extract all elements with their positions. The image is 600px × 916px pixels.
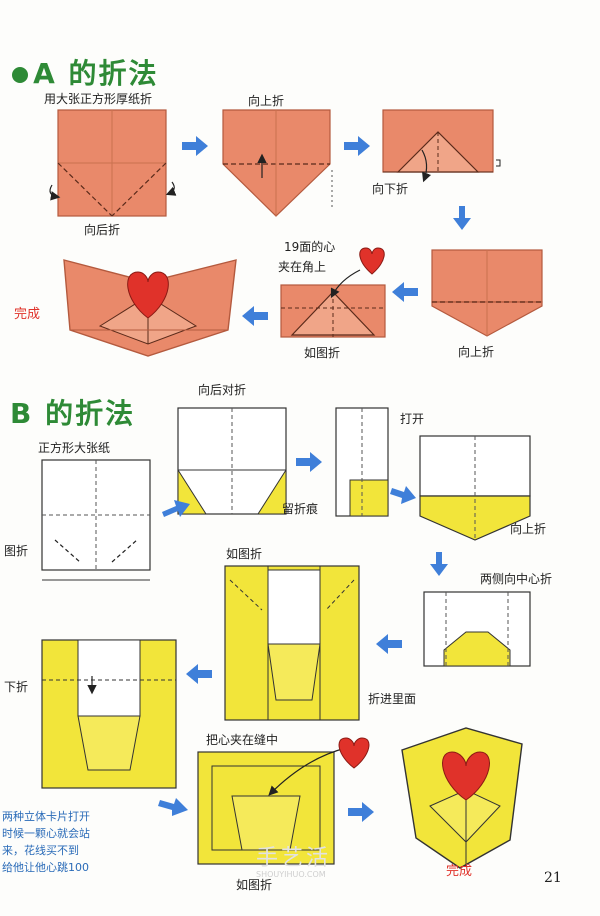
heart-icon	[359, 247, 385, 275]
watermark-logo: 手艺活	[256, 846, 332, 871]
arrow-left-icon	[242, 306, 268, 326]
b-step8-note-label: 把心夹在缝中	[206, 733, 279, 747]
b-step3-open-label: 打开	[400, 412, 425, 426]
a-step4-shape	[431, 249, 543, 337]
arrow-right-icon	[348, 802, 374, 822]
arrow-right-icon	[344, 136, 370, 156]
a-step2-label: 向上折	[248, 94, 285, 108]
a-step5-note-2: 夹在角上	[278, 260, 327, 274]
b-finished-card	[401, 727, 523, 869]
b-note-line: 给他让他心跳100	[2, 861, 89, 874]
b-step7-label: 下折	[4, 680, 29, 694]
arrow-right-icon	[182, 136, 208, 156]
b-step3-shape	[335, 407, 389, 517]
b-note-line: 两种立体卡片打开	[2, 810, 90, 823]
section-a-heading: A 的折法	[12, 52, 159, 92]
b-step8-label: 如图折	[236, 878, 273, 892]
b-step3-crease-label: 留折痕	[282, 502, 319, 516]
arrow-right-icon	[296, 452, 322, 472]
arrow-right-icon	[162, 500, 190, 517]
a-done-label: 完成	[14, 307, 41, 322]
arrow-left-icon	[186, 664, 212, 684]
bullet-dot-icon	[12, 67, 28, 83]
a-step4-label: 向上折	[458, 345, 495, 359]
a-step5-note-1: 19面的心	[284, 240, 336, 254]
arrow-down-icon	[430, 552, 448, 576]
b-step8-shape	[197, 747, 347, 865]
a-step2-pentagon	[222, 109, 333, 217]
section-b-heading: B 的折法	[10, 392, 135, 432]
b-step7-shape	[41, 639, 177, 789]
arrow-left-icon	[376, 634, 402, 654]
a-step1-label: 用大张正方形厚纸折	[44, 92, 153, 106]
b-step6-shape	[224, 565, 360, 721]
arrow-right-icon	[158, 798, 188, 816]
section-b-title: B 的折法	[10, 397, 136, 430]
b-step4-label: 向上折	[510, 522, 547, 536]
arrow-down-icon	[453, 206, 471, 230]
b-step5-label: 两侧向中心折	[480, 572, 553, 586]
arrow-right-icon	[390, 486, 416, 504]
b-step6-tuck-label: 折进里面	[368, 692, 417, 706]
watermark-url: SHOUYIHUO.COM	[256, 870, 326, 879]
b-step1-fold-label: 图折	[4, 544, 29, 558]
b-step2-label: 向后对折	[198, 383, 247, 397]
b-arrows	[158, 452, 448, 822]
a-step3-label: 向下折	[372, 182, 409, 196]
b-step1-square	[41, 459, 151, 581]
b-step4-shape	[419, 435, 531, 541]
heart-icon	[338, 737, 370, 769]
a-step3-shape	[382, 109, 501, 183]
b-step5-shape	[423, 591, 531, 667]
a-step1-square	[49, 109, 177, 217]
a-step1-fold-label: 向后折	[84, 223, 121, 237]
b-step6-top-label: 如图折	[226, 547, 263, 561]
b-note-line: 来，花线买不到	[2, 844, 79, 857]
b-done-label: 完成	[446, 864, 473, 879]
b-note: 两种立体卡片打开 时候一颗心就会站 来，花线买不到 给他让他心跳100	[2, 808, 90, 876]
arrow-left-icon	[392, 282, 418, 302]
b-step1-label: 正方形大张纸	[38, 441, 111, 455]
section-a-title: A 的折法	[33, 57, 159, 90]
a-finished-card	[63, 259, 237, 357]
a-arrows	[182, 136, 471, 326]
a-step5-shape	[280, 269, 386, 338]
b-step2-shape	[177, 407, 287, 515]
a-step5-label: 如图折	[304, 346, 341, 360]
b-note-line: 时候一颗心就会站	[2, 827, 90, 840]
page-number: 21	[544, 870, 562, 886]
